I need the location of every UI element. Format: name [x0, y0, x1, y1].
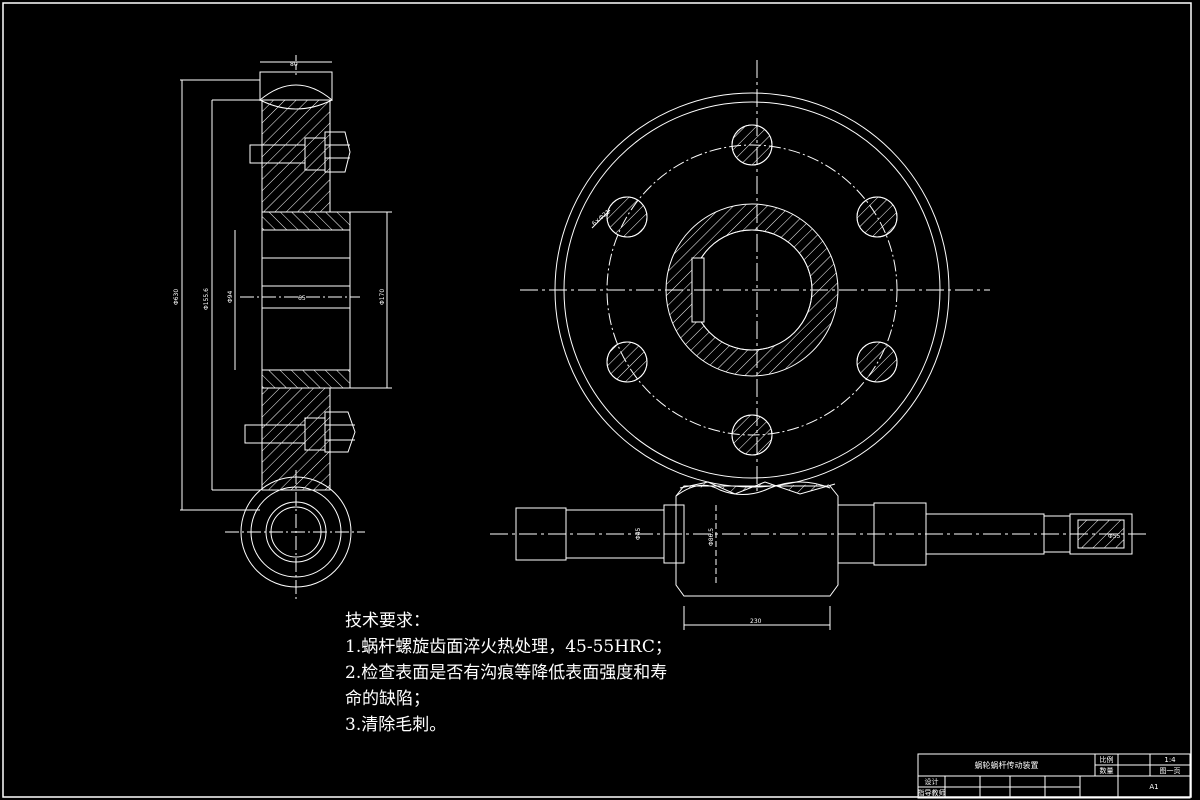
requirement-line-2: 2.检查表面是否有沟痕等降低表面强度和寿	[345, 663, 668, 683]
worm-shaft-view	[490, 481, 1150, 630]
dim-side-bore-b: Φ94	[227, 290, 234, 303]
dim-worm-end-right: Φ55	[1108, 533, 1121, 540]
scale-label: 比例	[1099, 755, 1114, 764]
requirement-line-1: 1.蜗杆螺旋齿面淬火热处理，45-55HRC；	[345, 637, 672, 657]
requirement-line-4: 3.清除毛刺。	[345, 715, 447, 735]
scale-value: 1:4	[1164, 755, 1176, 764]
technical-requirements: 技术要求： 1.蜗杆螺旋齿面淬火热处理，45-55HRC； 2.检查表面是否有沟…	[345, 608, 672, 738]
dim-side-hub-height: Φ170	[379, 289, 386, 305]
dim-worm-length: 230	[750, 618, 762, 625]
dim-worm-diameter: Φ45	[635, 527, 642, 540]
sheet-size: A1	[1149, 783, 1159, 791]
checker-label: 指导教师	[917, 788, 946, 797]
dim-worm-thread: Φ86.5	[708, 528, 715, 546]
designer-label: 设计	[924, 777, 939, 786]
requirement-line-3: 命的缺陷；	[345, 689, 430, 709]
sheet-label: 图一页	[1159, 766, 1181, 775]
title-block: 蜗轮蜗杆传动装置 比例 1:4 数量 图一页 设计 指导教师 A1	[918, 754, 1188, 798]
side-dimension-texts: 80 Φ630 Φ155.6 Φ94 65 Φ170	[173, 61, 386, 310]
requirements-heading: 技术要求：	[345, 611, 430, 631]
front-wheel-view	[520, 60, 990, 495]
side-section-view	[180, 55, 392, 600]
worm-dimension-texts: Φ45 Φ86.5 230 Φ55	[635, 527, 1121, 625]
dim-side-bore-a: Φ155.6	[203, 288, 210, 310]
drawing-title: 蜗轮蜗杆传动装置	[974, 760, 1039, 770]
dim-side-total-height: Φ630	[173, 289, 180, 305]
dim-side-width-top: 80	[290, 61, 298, 68]
quantity-label: 数量	[1099, 766, 1114, 775]
title-block-lines	[917, 753, 1191, 799]
bolt-hole-group	[606, 124, 898, 456]
dim-side-hub-small: 65	[298, 295, 306, 302]
